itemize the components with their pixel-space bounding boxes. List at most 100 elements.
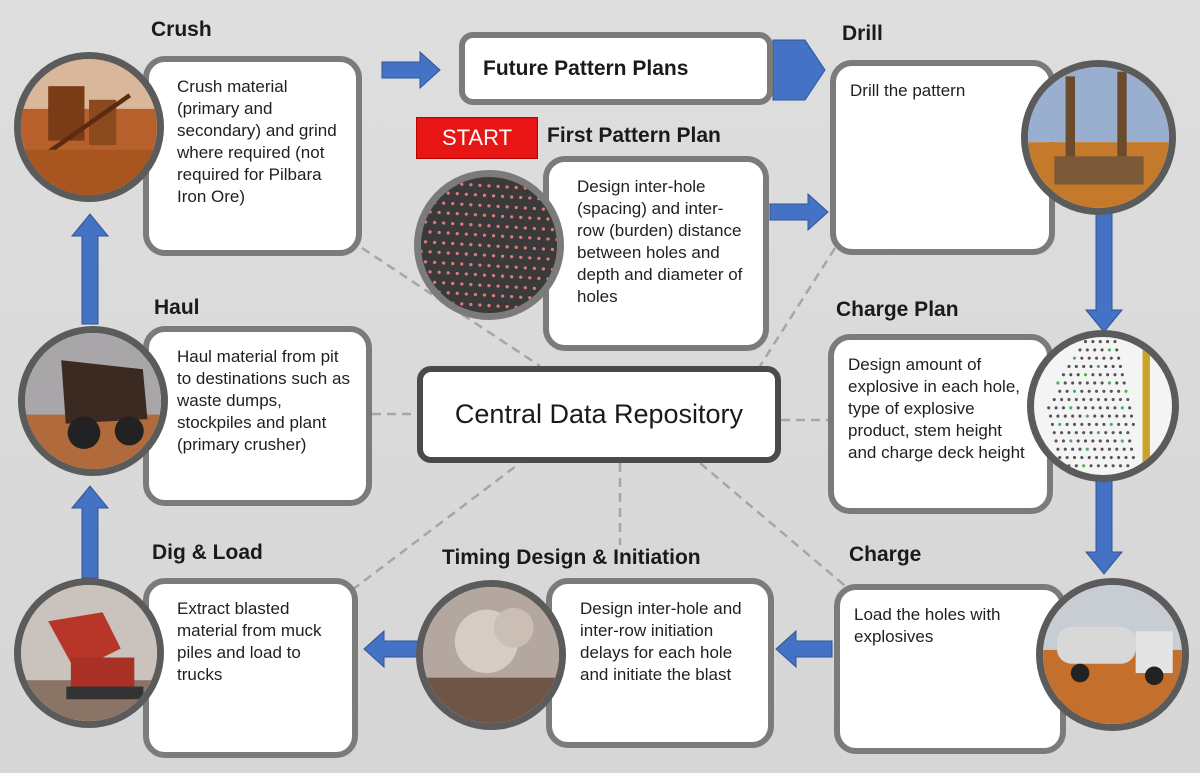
pattern-hole-dot [464,292,468,296]
pattern-hole-dot [496,264,500,268]
charge-hole-dot [1069,439,1073,443]
pattern-hole-dot [469,282,473,287]
timing-title: Timing Design & Initiation [442,546,701,569]
charge-hole-dot [1129,447,1134,451]
pattern-hole-dot [451,241,455,246]
pattern-hole-dot [432,180,437,185]
pattern-hole-dot [428,210,432,214]
charge-hole-dot [1107,447,1112,451]
pattern-hole-dot [478,283,482,287]
pattern-hole-dot [505,245,509,249]
pattern-hole-dot [555,297,557,302]
charge-hole-dot [1067,397,1071,402]
timing-description-box: Design inter-hole and inter-row initiati… [546,578,774,748]
pattern-hole-dot [428,250,432,254]
arrow-crush-to-future [381,50,441,90]
charge-hole-dot [1078,381,1082,385]
pattern-hole-dot [442,181,446,185]
pattern-hole-dot [500,194,505,199]
charge-hole-dot [1072,422,1077,426]
pattern-hole-dot [473,292,478,297]
charge-hole-dot [1129,414,1134,418]
pattern-hole-dot [423,260,428,264]
pattern-hole-dot [487,303,491,308]
charge-hole-dot [1071,414,1075,418]
pattern-hole-dot [510,275,514,279]
pattern-hole-dot [437,270,441,275]
pattern-hole-dot [473,213,478,217]
charge-hole-dot [1107,381,1112,385]
pattern-hole-dot [482,253,487,257]
pattern-hole-dot [491,194,496,198]
pattern-hole-dot [541,207,546,211]
charge-hole-dot [1111,397,1115,402]
charge-hole-dot [1078,414,1082,418]
pattern-hole-dot [537,276,541,280]
charge-hole-dot [1102,389,1106,393]
pattern-hole-dot [514,285,518,289]
pattern-hole-dot [519,235,523,240]
pattern-hole-dot [523,286,527,290]
pattern-hole-dot [421,189,423,194]
pattern-hole-dot [446,251,450,255]
drill-description: Drill the pattern [850,81,966,100]
pattern-hole-dot [514,185,518,190]
drill-rig-image [1028,67,1169,208]
charge-hole-dot [1072,356,1077,360]
pattern-hole-dot [423,300,428,304]
spoke-charge [699,462,851,591]
charge-hole-dot [1117,455,1121,460]
pattern-hole-dot [519,255,523,259]
pattern-hole-dot [446,231,450,235]
charge-hole-dot [1120,406,1124,410]
pattern-hole-dot [432,260,437,265]
haul-description-box: Haul material from pit to destinations s… [143,326,372,506]
pattern-hole-dot [500,274,505,278]
pattern-hole-dot [469,262,473,267]
charge-hole-dot [1113,373,1117,377]
pattern-hole-dot [421,249,423,253]
pattern-hole-dot [528,196,532,200]
pattern-hole-dot [487,204,491,208]
pattern-hole-dot [437,210,441,215]
pattern-hole-dot [423,180,428,184]
charge-hole-dot [1067,431,1071,435]
pattern-hole-dot [546,237,550,241]
charge-hole-dot [1078,348,1082,352]
pattern-hole-dot [496,244,500,248]
charge-hole-dot [1076,406,1080,410]
pattern-hole-dot [428,310,432,313]
start-badge: START [417,118,537,158]
charge-hole-dot [1113,340,1117,344]
charge-hole-dot [1104,364,1108,369]
charge-column-bar [1142,346,1150,466]
charge-hole-dot [1089,397,1093,402]
charge-hole-dot [1091,439,1095,443]
charge-hole-dot [1054,406,1058,410]
pattern-hole-dot [546,297,550,301]
charge-hole-dot [1078,447,1082,451]
charge-hole-dot [1109,356,1113,360]
pattern-hole-dot [537,296,541,300]
crush-description: Crush material (primary and secondary) a… [177,77,337,206]
charge-hole-dot [1065,455,1069,460]
pattern-hole-dot [550,208,555,212]
charge-hole-dot [1048,414,1053,418]
charge-hole-dot [1058,455,1062,460]
pattern-hole-dot [455,231,459,236]
charge-hole-dot [1131,455,1135,460]
timing-description: Design inter-hole and inter-row initiati… [580,599,742,684]
charge-hole-dot [1072,455,1077,460]
charge-hole-dot [1126,397,1130,402]
pattern-hole-dot [473,193,478,197]
pattern-hole-dot [541,227,546,231]
charge-hole-dot [1065,422,1069,426]
charge-hole-dot [1061,373,1066,377]
charge-hole-dot [1085,381,1089,385]
drill-pattern-image [421,180,557,313]
pattern-hole-dot [451,261,455,266]
charge-hole-dot [1076,373,1080,377]
pattern-hole-dot [482,193,487,197]
pattern-hole-dot [514,305,518,309]
